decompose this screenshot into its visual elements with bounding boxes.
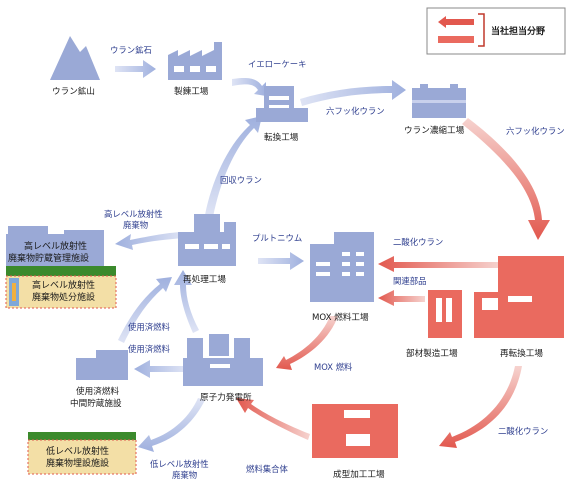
arrow-spent-storage xyxy=(118,277,172,343)
arrow-spent-b xyxy=(134,360,186,378)
label-uranium-mine: ウラン鉱山 xyxy=(52,85,95,97)
label-reconversion: 再転換工場 xyxy=(500,347,543,359)
label-storage-2: 中間貯蔵施設 xyxy=(70,397,122,409)
label-llw-1: 低レベル放射性 xyxy=(46,445,109,457)
refinery-icon xyxy=(168,42,222,80)
enrichment-plant-icon xyxy=(412,84,466,118)
arrow-ore xyxy=(115,60,156,78)
flow-uf6-b: 六フッ化ウラン xyxy=(506,126,565,136)
arrow-recovered-u xyxy=(205,116,262,217)
llw-box xyxy=(27,432,137,475)
parts-plant-icon xyxy=(428,290,462,338)
flow-spent-a: 使用済燃料 xyxy=(128,322,170,332)
mox-fuel-plant-icon xyxy=(310,232,374,302)
legend-arrow-icon xyxy=(438,16,474,28)
flow-recovered-u: 回収ウラン xyxy=(220,175,262,185)
arrow-parts xyxy=(378,290,425,306)
label-reprocessing: 再処理工場 xyxy=(183,273,226,285)
label-fabrication: 成型加工工場 xyxy=(333,468,385,480)
flow-hlw-1: 高レベル放射性 xyxy=(104,209,163,219)
flow-mox: MOX 燃料 xyxy=(314,362,353,372)
arrow-uf6-b xyxy=(462,118,550,240)
legend-facility-swatch xyxy=(438,36,474,43)
arrow-spent-a xyxy=(174,270,199,333)
legend-bracket xyxy=(478,13,485,47)
label-llw-2: 廃棄物埋設施設 xyxy=(46,457,109,469)
legend: 当社担当分野 xyxy=(426,7,566,55)
arrow-hlw xyxy=(115,232,185,250)
arrow-yellowcake xyxy=(232,77,266,96)
fabrication-plant-icon xyxy=(312,404,398,458)
label-hlw-disposal-2: 廃棄物処分施設 xyxy=(32,291,95,303)
label-parts-plant: 部材製造工場 xyxy=(406,347,458,359)
flow-plutonium: プルトニウム xyxy=(252,233,302,243)
hlw-mgmt-box xyxy=(6,226,104,266)
flow-uf6-a: 六フッ化ウラン xyxy=(326,106,385,116)
arrow-uo2-b xyxy=(439,366,522,448)
label-enrichment: ウラン濃縮工場 xyxy=(404,124,465,136)
spent-fuel-storage-icon xyxy=(76,350,128,380)
label-refinery: 製錬工場 xyxy=(174,85,209,97)
arrow-fuel-assembly xyxy=(236,398,310,440)
arrow-mox xyxy=(276,316,338,370)
conversion-plant-icon xyxy=(256,86,308,122)
flow-uranium-ore: ウラン鉱石 xyxy=(110,45,152,55)
label-conversion: 転換工場 xyxy=(264,131,299,143)
flow-uo2-a: 二酸化ウラン xyxy=(393,237,443,247)
label-hlw-disposal-1: 高レベル放射性 xyxy=(32,279,95,291)
flow-hlw-2: 廃棄物 xyxy=(123,220,148,230)
legend-label: 当社担当分野 xyxy=(491,25,545,37)
arrow-plutonium xyxy=(258,252,304,270)
arrow-uf6-a xyxy=(300,80,406,106)
reconversion-plant-icon xyxy=(474,256,564,338)
arrow-uo2-a xyxy=(378,256,500,272)
flow-llw-2: 廃棄物 xyxy=(172,470,197,480)
flow-uo2-b: 二酸化ウラン xyxy=(498,426,548,436)
nuclear-plant-icon xyxy=(183,334,263,386)
arrow-llw xyxy=(138,398,205,452)
flow-llw-1: 低レベル放射性 xyxy=(150,459,209,469)
reprocessing-plant-icon xyxy=(178,214,236,266)
flow-parts: 関連部品 xyxy=(393,276,427,286)
label-nuclear-plant: 原子力発電所 xyxy=(200,391,252,403)
flow-fuel-assembly: 燃料集合体 xyxy=(246,464,288,474)
flow-spent-b: 使用済燃料 xyxy=(128,344,170,354)
label-mox-fuel: MOX 燃料工場 xyxy=(312,311,369,323)
label-hlw-mgmt-1: 高レベル放射性 xyxy=(24,240,87,252)
legend-frame xyxy=(426,7,566,55)
flow-yellowcake: イエローケーキ xyxy=(248,59,307,69)
label-storage-1: 使用済燃料 xyxy=(76,385,119,397)
label-hlw-mgmt-2: 廃棄物貯蔵管理施設 xyxy=(8,252,89,264)
uranium-mine-icon xyxy=(50,36,100,80)
hlw-disposal-box xyxy=(5,266,117,309)
